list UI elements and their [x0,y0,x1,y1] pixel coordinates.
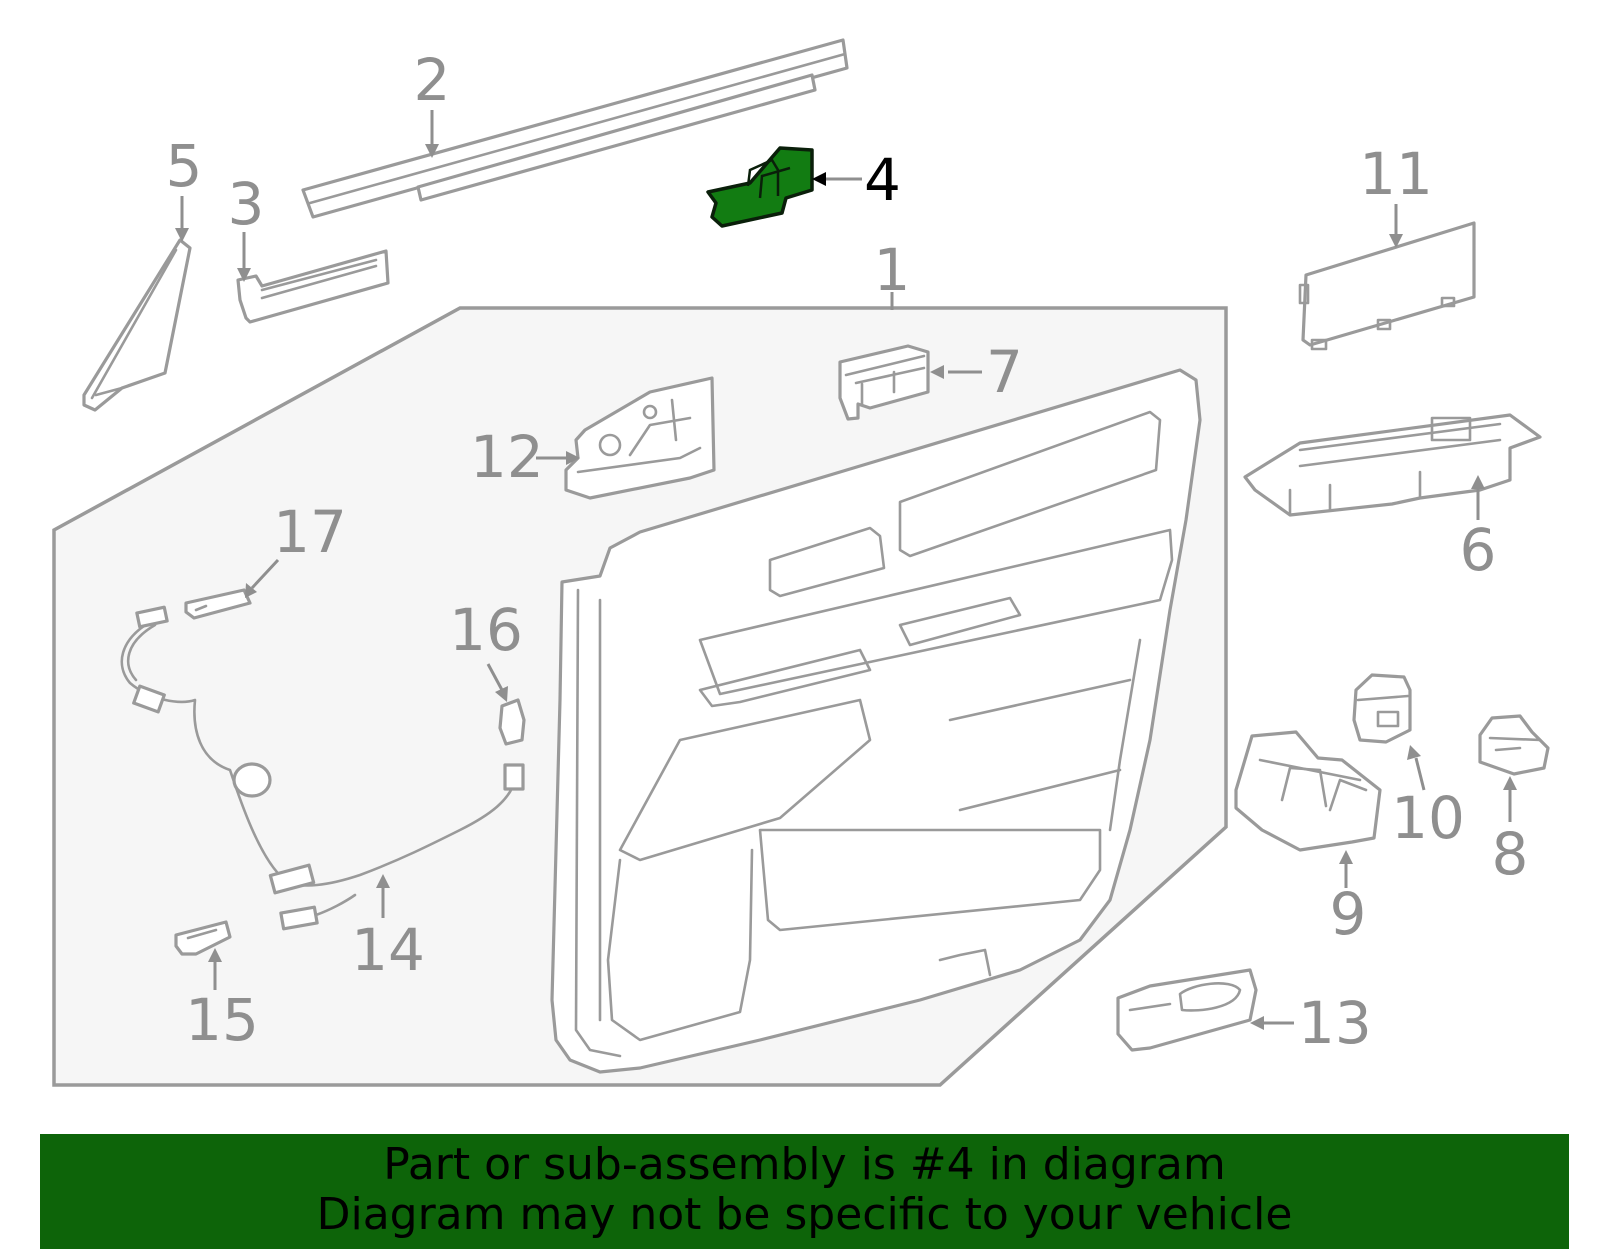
callout-9: 9 [1330,880,1367,948]
part-17-connector [184,588,252,620]
part-5-corner-garnish [82,238,192,412]
part-7-switch [838,344,930,421]
callout-3: 3 [228,170,265,238]
callout-7: 7 [986,338,1023,406]
callout-arrows [175,110,1517,1030]
disclaimer-banner: Part or sub-assembly is #4 in diagram Di… [40,1134,1569,1249]
callout-10: 10 [1391,784,1465,852]
callout-11: 11 [1359,140,1433,208]
part-16-clip [498,698,526,746]
callout-15: 15 [185,986,259,1054]
callout-6: 6 [1460,516,1497,584]
banner-line-disclaimer: Diagram may not be specific to your vehi… [316,1189,1293,1240]
callout-4: 4 [864,146,901,214]
part-14-wire-harness [120,605,525,931]
part-10-switch [1352,673,1412,744]
callout-16: 16 [449,596,523,664]
part-1-door-trim-panel [550,368,1202,1074]
part-3-handle-cover [236,249,390,324]
part-11-panel-cover [1298,221,1476,351]
part-2-belt-molding [301,38,849,219]
callout-13: 13 [1298,989,1372,1057]
part-15-bracket [174,920,232,956]
callout-2: 2 [414,46,451,114]
callout-12: 12 [470,423,544,491]
callout-5: 5 [166,132,203,200]
part-4-highlighted-bracket [706,146,814,228]
part-9-master-switch [1234,730,1382,852]
callout-17: 17 [273,498,347,566]
part-12-inside-handle [564,376,716,500]
part-6-switch-base [1243,413,1542,517]
part-13-door-handle [1116,968,1258,1052]
part-8-switch [1478,714,1550,776]
callout-1: 1 [874,236,911,304]
callout-8: 8 [1492,820,1529,888]
banner-line-part-number: Part or sub-assembly is #4 in diagram [383,1139,1226,1190]
callout-14: 14 [351,916,425,984]
